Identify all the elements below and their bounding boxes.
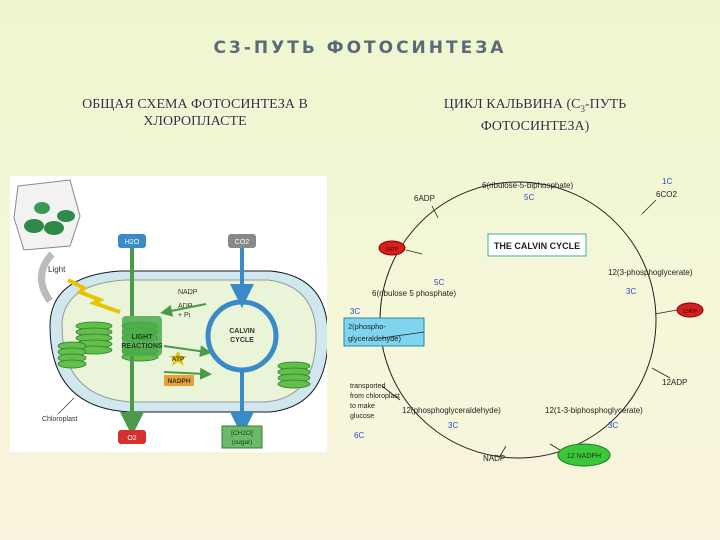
cycle-title-box	[487, 233, 587, 257]
chloroplast-stroma	[61, 279, 317, 403]
transported-1: transported	[350, 383, 386, 390]
nadph-box	[164, 375, 194, 386]
adp12-label: 12ADP	[662, 378, 687, 387]
chloroplast-pointer	[57, 397, 75, 415]
nadph-label: NADPH	[167, 378, 190, 385]
leaf-cell-sketch	[13, 179, 81, 251]
pga-carbon: 3C	[626, 287, 636, 296]
ru5p-carbon: 5C	[434, 278, 444, 287]
transported-2: from chloroplast	[350, 393, 400, 400]
left-subtitle-line2: ХЛОРОПЛАСТЕ	[143, 114, 247, 129]
phosphoglyceraldehyde-box	[343, 317, 425, 347]
light-label: Light	[48, 265, 66, 274]
nadph-arrow	[163, 367, 212, 380]
chloroplast-diagram: Light H2O LIGHT REACTIONS O2 CO2 CALVIN …	[10, 176, 327, 452]
rubp-carbon: 5C	[524, 193, 534, 202]
transported-3: to make	[350, 403, 375, 410]
light-reactions-label-2: REACTIONS	[121, 343, 163, 350]
atp-star	[169, 351, 187, 366]
adp6-label: 6ADP	[414, 194, 435, 203]
thylakoid-stacks	[57, 321, 311, 389]
cycle-title: THE CALVIN CYCLE	[494, 241, 580, 251]
page-title: C3-ПУТЬ ФОТОСИНТЕЗА	[213, 38, 507, 58]
light-reactions-box	[122, 316, 162, 356]
nadp-out-label: NADP	[483, 454, 505, 463]
ru5p-label: 6(ribulose 5 phosphate)	[372, 289, 456, 298]
h2o-label: H2O	[125, 239, 140, 246]
o2-label: O2	[127, 435, 136, 442]
chloroplast-label: Chloroplast	[42, 416, 77, 423]
right-subtitle-line2: ФОТОСИНТЕЗА)	[480, 118, 590, 134]
h2o-box	[118, 234, 146, 248]
calvin-label-2: CYCLE	[230, 337, 254, 344]
sugar-label-1: [CH2O]	[231, 430, 253, 437]
right-subtitle: ЦИКЛ КАЛЬВИНА (С3-ПУТЬ ФОТОСИНТЕЗА)	[385, 96, 685, 135]
adp-label: ADP	[178, 303, 193, 310]
bpg-label: 12(1-3-biphosphoglycerate)	[545, 406, 643, 415]
light-bolt	[67, 278, 121, 314]
gald-label: 12(phosphoglyceraldehyde)	[402, 406, 501, 415]
atp-right-label: 12ATP	[683, 309, 699, 315]
adp-arrow	[160, 303, 207, 317]
nadp-label: NADP	[178, 289, 198, 296]
bpg-carbon: 3C	[608, 421, 618, 430]
right-subtitle-line1: ЦИКЛ КАЛЬВИНА (С3-ПУТЬ	[443, 97, 627, 114]
carbon-1c: 1C	[662, 177, 672, 186]
co2-label: CO2	[235, 239, 250, 246]
co2-input: 6CO2	[656, 190, 677, 199]
calvin-cycle-diagram: THE CALVIN CYCLE 6(ribulose-5-biphosphat…	[343, 177, 704, 467]
atp-left-bubble	[378, 240, 406, 256]
nadph-label: 12 NADPH	[567, 453, 601, 460]
pga-label: 12(3-phosphoglycerate)	[608, 268, 693, 277]
sugar-label-2: (sugar)	[232, 439, 253, 446]
atp-left-label: 6ATP	[386, 247, 399, 253]
atp-label: ATP	[172, 356, 185, 363]
box-line-1: 2(phospho-	[348, 322, 386, 331]
transported-4: glucose	[350, 413, 374, 420]
atp-arrow	[163, 345, 212, 358]
co2-box	[228, 234, 256, 248]
light-reactions-label-1: LIGHT	[132, 334, 154, 341]
box-carbon: 3C	[350, 307, 360, 316]
rubp-label: 6(ribulose-5-biphosphate)	[482, 181, 574, 190]
glucose-carbon: 6C	[354, 431, 364, 440]
nadph-bubble	[557, 443, 611, 467]
pi-label: + Pi	[178, 312, 191, 319]
left-subtitle: ОБЩАЯ СХЕМА ФОТОСИНТЕЗА В ХЛОРОПЛАСТЕ	[45, 96, 345, 130]
gald-carbon: 3C	[448, 421, 458, 430]
zoom-arrow	[38, 251, 55, 304]
box-line-2: glyceraldehyde)	[348, 334, 401, 343]
pointer-lines	[381, 199, 678, 457]
calvin-label-1: CALVIN	[229, 328, 255, 335]
sugar-box	[221, 425, 263, 449]
o2-box	[118, 430, 146, 444]
left-subtitle-line1: ОБЩАЯ СХЕМА ФОТОСИНТЕЗА В	[82, 97, 308, 112]
